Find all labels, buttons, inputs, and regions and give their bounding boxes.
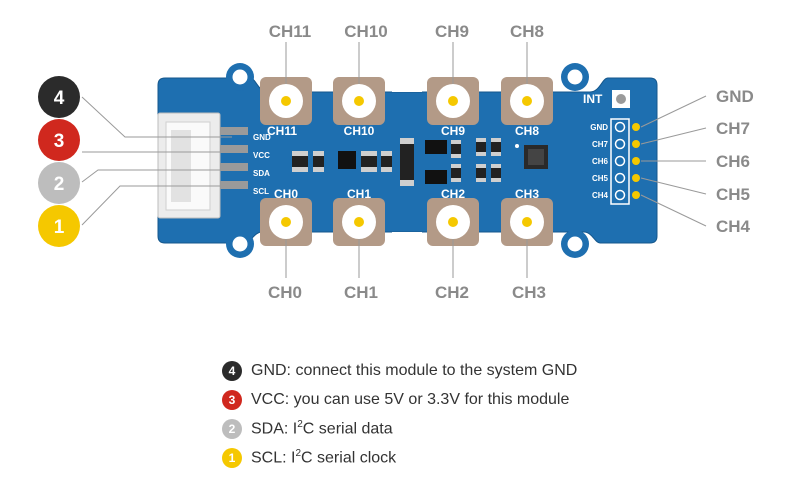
legend-text-sda: SDA: I2C serial data (251, 418, 393, 438)
bottom-pads (260, 198, 553, 246)
top-pads (260, 77, 553, 125)
pin-label-vcc: VCC (253, 151, 270, 160)
badge-4-number: 4 (54, 88, 65, 109)
int-pad (616, 94, 626, 104)
header-silk-gnd: GND (590, 123, 608, 132)
label-ch3: CH3 (512, 283, 546, 302)
legend-row-gnd: 4 GND: connect this module to the system… (222, 356, 782, 385)
leader-ch5 (640, 177, 707, 195)
pin-label-gnd: GND (253, 133, 271, 142)
silk-ch0: CH0 (274, 187, 298, 201)
pin-legend: 4 GND: connect this module to the system… (222, 356, 782, 472)
header-silk-ch7: CH7 (592, 140, 609, 149)
badge-2-number: 2 (54, 174, 65, 195)
right-label-gnd: GND (716, 87, 754, 106)
right-label-ch5: CH5 (716, 185, 750, 204)
right-label-ch4: CH4 (716, 217, 751, 236)
badge-1 (38, 205, 80, 247)
leader-pin-gnd (81, 96, 232, 138)
header-silk-ch6: CH6 (592, 157, 609, 166)
label-ch8: CH8 (510, 22, 544, 41)
badge-4 (38, 76, 80, 118)
right-label-ch7: CH7 (716, 119, 750, 138)
leader-pin-sda (81, 169, 232, 183)
label-ch2: CH2 (435, 283, 469, 302)
silk-ch9: CH9 (441, 124, 465, 138)
legend-badge-1: 1 (222, 447, 242, 468)
badge-3-number: 3 (54, 131, 65, 152)
badge-3 (38, 119, 80, 161)
silk-ch11: CH11 (267, 124, 297, 138)
label-ch1: CH1 (344, 283, 378, 302)
silk-ch8: CH8 (515, 124, 539, 138)
legend-text-scl: SCL: I2C serial clock (251, 447, 397, 467)
leader-pin-scl (81, 185, 232, 226)
components (292, 138, 548, 186)
label-ch11: CH11 (269, 22, 312, 41)
label-ch9: CH9 (435, 22, 469, 41)
badge-2 (38, 162, 80, 204)
pin-label-sda: SDA (253, 169, 270, 178)
silk-ch10: CH10 (344, 124, 375, 138)
leader-ch7 (640, 127, 707, 145)
badge-1-number: 1 (54, 217, 65, 238)
legend-badge-3: 3 (222, 389, 242, 410)
legend-text-gnd: GND: connect this module to the system G… (251, 361, 578, 379)
legend-row-vcc: 3 VCC: you can use 5V or 3.3V for this m… (222, 385, 782, 414)
int-label: INT (583, 92, 603, 106)
header-silk-ch5: CH5 (592, 174, 609, 183)
silk-ch1: CH1 (347, 187, 371, 201)
legend-text-vcc: VCC: you can use 5V or 3.3V for this mod… (251, 390, 570, 408)
label-ch10: CH10 (344, 22, 387, 41)
legend-badge-2: 2 (222, 418, 242, 439)
leader-ch4 (640, 194, 707, 227)
right-label-ch6: CH6 (716, 152, 750, 171)
leader-gnd (640, 95, 707, 128)
silk-ch3: CH3 (515, 187, 539, 201)
legend-row-sda: 2 SDA: I2C serial data (222, 414, 782, 443)
legend-badge-4: 4 (222, 360, 242, 381)
legend-row-scl: 1 SCL: I2C serial clock (222, 443, 782, 472)
pin-label-scl: SCL (253, 187, 269, 196)
right-header (610, 118, 640, 205)
header-silk-ch4: CH4 (592, 191, 609, 200)
label-ch0: CH0 (268, 283, 302, 302)
silk-ch2: CH2 (441, 187, 465, 201)
